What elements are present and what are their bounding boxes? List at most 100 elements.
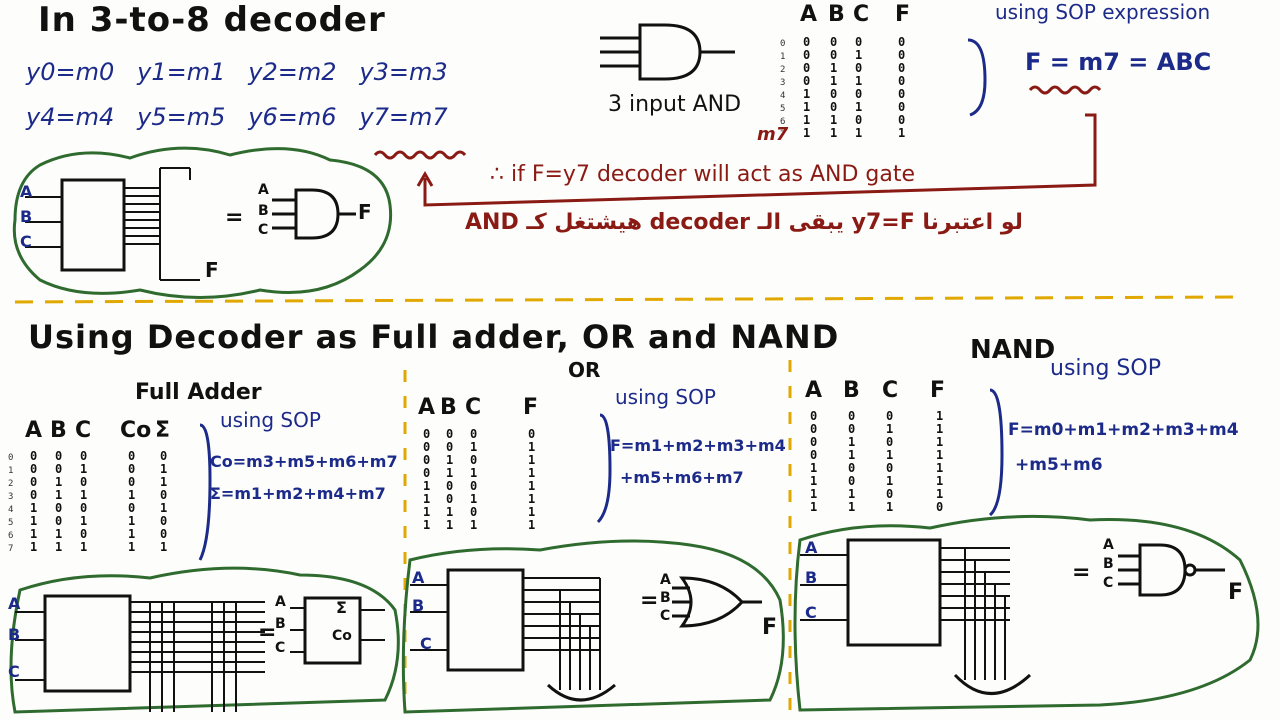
tt-index-col: 01234567 [780,39,786,140]
nand-sop-title: using SOP [1050,356,1161,381]
or-out-f: F [762,615,778,640]
nand-head-f: F [930,378,946,403]
tt-col-f: 00000001 [898,35,906,140]
divider-horizontal [14,295,1241,304]
eq-y3: y3=m3 [359,58,448,86]
tt-col-a: 00001111 [803,35,811,140]
fa-head-sum: Σ [155,418,171,443]
full-adder-label: Full Adder [135,380,262,405]
nand-label: NAND [970,335,1056,365]
nand-col-b: 00110011 [848,409,856,514]
nand-gate-pin-c: C [1103,575,1114,591]
nand-col-a: 00001111 [810,409,818,514]
or-col-c: 01010101 [470,427,478,532]
cloud-nand [793,514,1260,712]
eq-y4: y4=m4 [26,103,115,131]
equals-top: = [225,205,244,230]
note-en: ∴ if F=y7 decoder will act as AND gate [490,162,916,187]
nand-pin-b: B [805,568,818,587]
bottom-title: Using Decoder as Full adder, OR and NAND [28,318,840,356]
or-gate-pin-a: A [660,572,671,588]
tt-col-c: 01010101 [855,35,863,140]
note-ar: لو اعتبرنا y7=F يبقى الـ decoder هيشتغل … [465,210,1023,235]
or-sop-line1: F=m1+m2+m3+m4 [610,436,786,455]
fa-col-b: 00110011 [55,449,63,554]
fa-out-co: Co [332,628,352,644]
or-pin-c: C [420,634,432,653]
fa-box-pin-a: A [275,594,286,610]
or-head-c: C [465,395,482,420]
fa-pin-c: C [8,662,20,681]
nand-gate-pin-a: A [1103,537,1114,553]
or-label: OR [568,358,601,382]
nand-head-a: A [805,378,823,403]
eq-y6: y6=m6 [248,103,337,131]
nand-pin-a: A [805,538,818,557]
tt-head-a: A [800,2,818,27]
pin-c-top: C [20,232,32,251]
eq-y2: y2=m2 [248,58,337,86]
pin-a-top: A [20,182,33,201]
sop-title-top: using SOP expression [995,0,1211,24]
or-pin-a: A [412,568,425,587]
fa-sop-sum: Σ=m1+m2+m4+m7 [210,484,386,503]
nand-col-c: 01010101 [886,409,894,514]
nand-sop-line1: F=m0+m1+m2+m3+m4 [1008,420,1239,440]
fa-sop-title: using SOP [220,408,321,432]
fa-out-sum: Σ [336,598,347,617]
fa-col-co: 00010111 [128,449,136,554]
fa-index-col: 01234567 [8,453,14,554]
or-gate-pin-b: B [660,590,671,606]
cloud-fa [9,566,400,714]
fa-col-a: 00001111 [30,449,38,554]
fa-sop-co: Co=m3+m5+m6+m7 [210,452,398,471]
minterm-note: m7 [757,124,789,145]
or-sop-line2: +m5+m6+m7 [620,468,744,487]
eq-y5: y5=m5 [137,103,226,131]
fa-col-c: 01010101 [80,449,88,554]
tt-head-f: F [895,2,911,27]
and-gate-label: 3 input AND [608,92,742,117]
eq-y0: y0=m0 [26,58,115,86]
or-head-f: F [523,395,539,420]
nand-out-f: F [1228,580,1244,605]
nand-col-f: 11111110 [936,409,944,514]
cloud-top [12,146,393,299]
gate-pin-a-top: A [258,182,269,198]
tt-head-b: B [828,2,845,27]
decoder-box-top [60,178,126,272]
fa-head-b: B [50,418,67,443]
fa-pin-a: A [8,594,21,613]
top-title: In 3-to-8 decoder [38,0,386,40]
nand-pin-c: C [805,603,817,622]
fa-head-c: C [75,418,92,443]
gate-pin-c-top: C [258,222,269,238]
or-head-b: B [440,395,457,420]
eq-row1: y0=m0 y1=m1 y2=m2 y3=m3 [26,58,448,86]
cloud-or [401,539,785,714]
gate-pin-b-top: B [258,203,269,219]
fa-head-co: Co [120,418,152,443]
nand-sop-line2: +m5+m6 [1015,455,1103,475]
or-pin-b: B [412,596,425,615]
or-col-f: 01111111 [528,427,536,532]
fa-head-a: A [25,418,43,443]
fa-equals: = [258,620,277,645]
fa-box-pin-c: C [275,640,286,656]
tt-head-c: C [853,2,870,27]
eq-row2: y4=m4 y5=m5 y6=m6 y7=m7 [26,103,448,131]
fa-pin-b: B [8,625,21,644]
or-head-a: A [418,395,436,420]
or-col-b: 00110011 [446,427,454,532]
nand-gate-pin-b: B [1103,556,1114,572]
sop-expr-top: F = m7 = ABC [1025,48,1212,76]
or-gate-pin-c: C [660,608,671,624]
nand-equals: = [1072,560,1091,585]
out-f-top: F [205,258,219,282]
or-sop-title: using SOP [615,385,716,409]
nand-head-b: B [843,378,860,403]
out-f-gate-top: F [358,200,372,224]
pin-b-top: B [20,207,33,226]
fa-box-pin-b: B [275,616,286,632]
